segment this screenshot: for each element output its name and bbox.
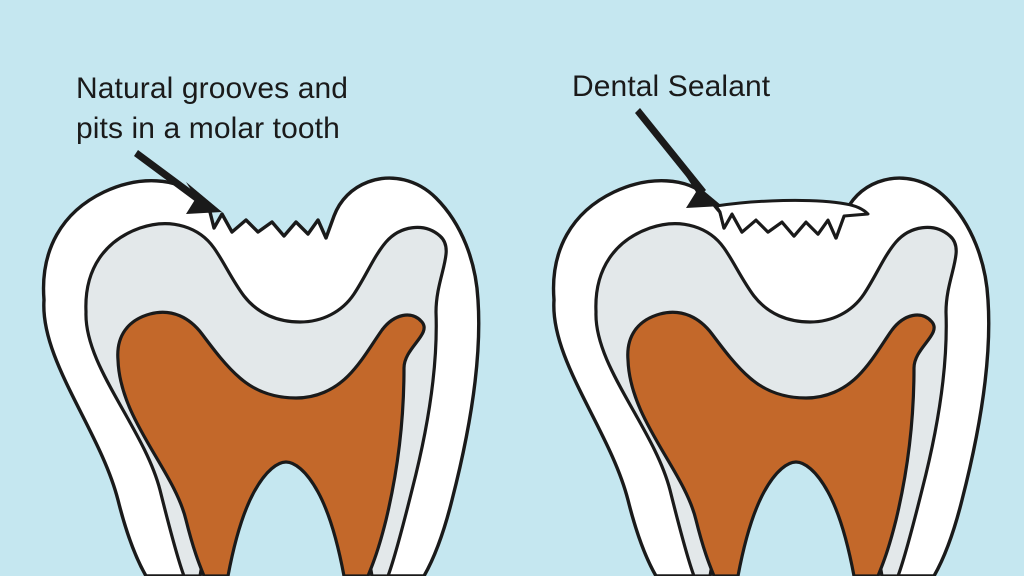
dental-sealant-label: Dental Sealant [572, 70, 771, 103]
arrow-to-sealant [635, 108, 722, 208]
arrow-to-grooves [134, 150, 222, 214]
dental-sealant-label-line1: Dental Sealant [572, 70, 771, 103]
natural-grooves-label: Natural grooves and pits in a molar toot… [76, 72, 348, 145]
natural-grooves-label-line2: pits in a molar tooth [76, 112, 340, 145]
natural-grooves-label-line1: Natural grooves and [76, 72, 348, 105]
